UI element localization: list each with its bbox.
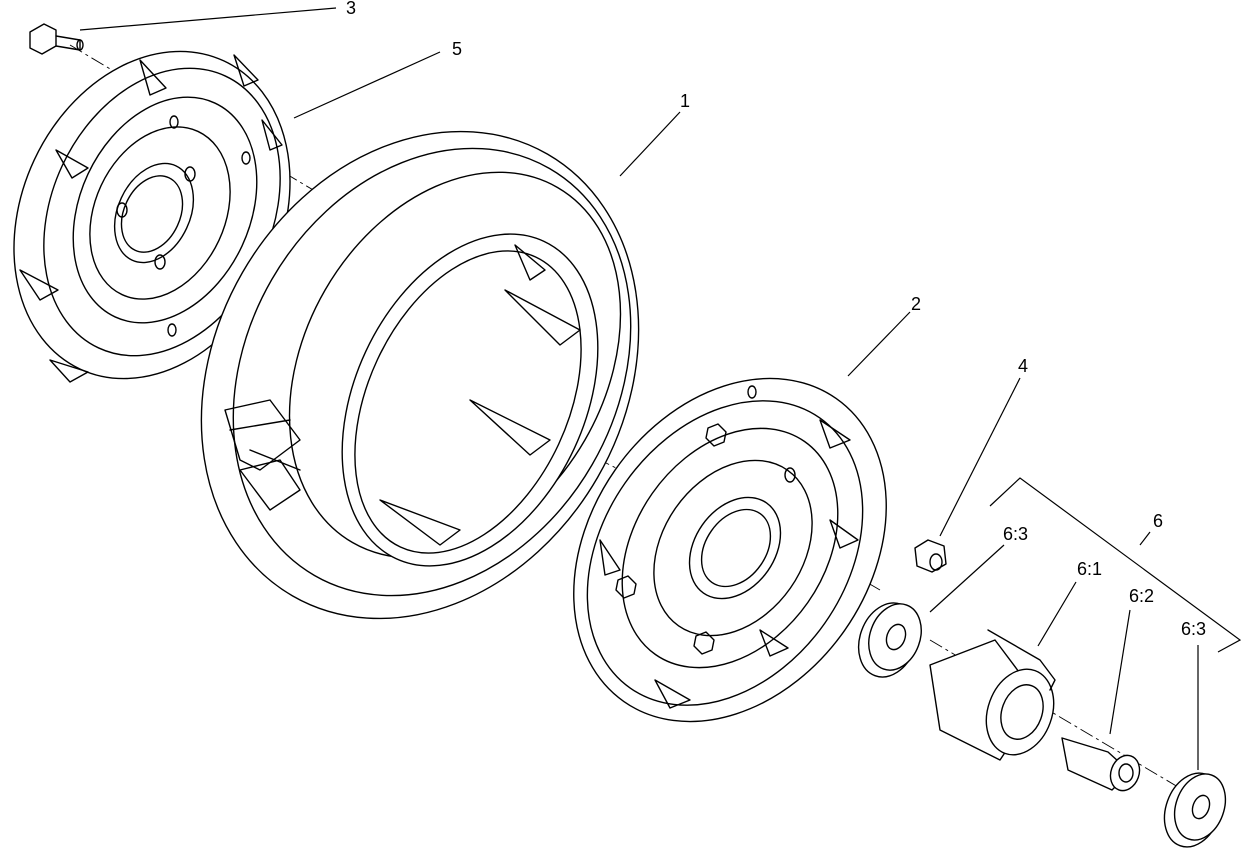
callout-6-3-left: 6:3 [1003, 524, 1028, 544]
leader-1 [619, 111, 681, 177]
bearing-right [1163, 772, 1227, 848]
callout-6: 6 [1153, 511, 1163, 531]
bearing-hub [929, 629, 1056, 761]
leader-6-1 [1037, 581, 1077, 647]
callout-6-3-right: 6:3 [1181, 619, 1206, 639]
callout-6-2: 6:2 [1129, 586, 1154, 606]
bolt [29, 23, 84, 55]
callout-2: 2 [911, 294, 921, 314]
leader-3 [79, 7, 337, 31]
kit-6-bracket [989, 477, 1242, 653]
callout-1: 1 [680, 91, 690, 111]
leader-6-2 [1109, 609, 1131, 735]
leader-6 [1139, 531, 1151, 546]
leader-4 [939, 377, 1021, 537]
nut [914, 539, 947, 573]
callout-5: 5 [452, 39, 462, 59]
leader-5 [293, 51, 441, 119]
callout-6-1: 6:1 [1077, 559, 1102, 579]
inner-rim-half [573, 377, 887, 723]
callout-4: 4 [1018, 356, 1028, 376]
leader-2 [847, 311, 911, 377]
leader-6-3-left [929, 544, 1005, 613]
callout-3: 3 [346, 0, 356, 18]
bearing-left [857, 602, 922, 678]
bearing-spacer [1061, 737, 1141, 792]
tire [200, 130, 640, 620]
